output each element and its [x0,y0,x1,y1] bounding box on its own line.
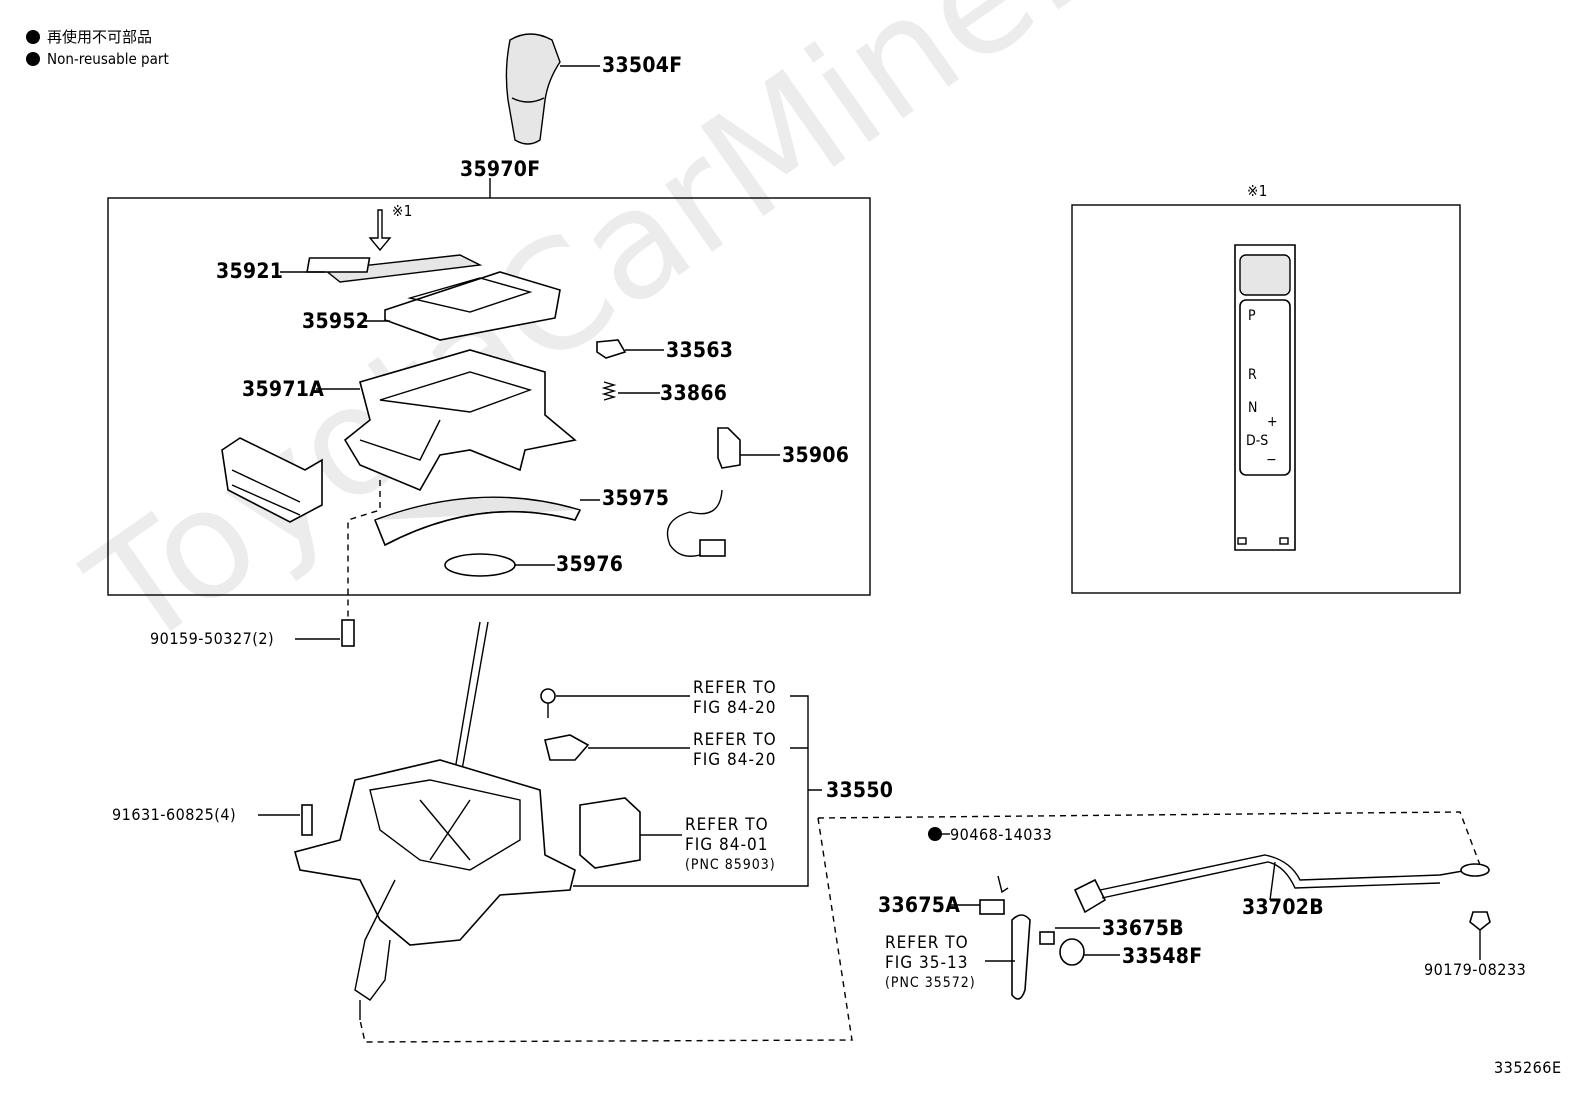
non-reusable-bullet-icon [928,827,942,841]
bracket-35906 [666,427,780,557]
detail-box [1071,204,1461,594]
pin-33675A [950,899,1005,915]
bullet-icon [26,52,40,66]
refer-pnc: (PNC 35572) [885,975,976,991]
refer-fig-35-13[interactable]: REFER TO FIG 35-13 (PNC 35572) [885,933,976,993]
part-35971A[interactable]: 35971A [242,377,325,401]
legend-non-reusable-en: Non-reusable part [26,50,169,68]
switch-33563 [596,339,664,359]
disc-35976 [444,553,555,577]
part-35952[interactable]: 35952 [302,309,370,333]
part-33550[interactable]: 33550 [826,778,894,802]
part-33548F[interactable]: 33548F [1122,944,1203,968]
bushing-33548F [1059,938,1120,966]
part-35970F[interactable]: 35970F [460,157,541,181]
side-cover [221,437,323,523]
refer-fig: FIG 84-01 [685,835,769,855]
part-33675A[interactable]: 33675A [878,893,961,917]
gear-ds: D-S [1246,433,1269,449]
legend-text-en: Non-reusable part [47,50,169,68]
refer-line: REFER TO [693,730,777,750]
assembly-box [107,197,871,596]
refer-fig: FIG 84-20 [693,750,777,770]
bolt-91631 [258,804,313,836]
part-33866[interactable]: 33866 [660,381,728,405]
gear-n: N [1248,400,1258,416]
part-90468[interactable]: 90468-14033 [950,825,1053,844]
housing-35971A [316,349,577,492]
gear-minus: − [1266,452,1277,468]
refer-fig: FIG 35-13 [885,953,969,973]
bracket-84-20-b [544,734,690,761]
part-90179[interactable]: 90179-08233 [1424,960,1527,979]
figure-id: 335266E [1494,1058,1562,1077]
refer-line: REFER TO [885,933,969,953]
note-mark: ※1 [392,202,413,220]
part-33563[interactable]: 33563 [666,338,734,362]
note-mark: ※1 [1247,182,1268,200]
part-33675B[interactable]: 33675B [1102,916,1184,940]
legend-non-reusable-ja: 再使用不可部品 [26,26,152,47]
slide-plate-35975 [374,496,600,547]
part-33702B[interactable]: 33702B [1242,895,1324,919]
part-33504F[interactable]: 33504F [602,53,683,77]
refer-fig-84-20-b[interactable]: REFER TO FIG 84-20 [693,730,777,770]
part-91631[interactable]: 91631-60825(4) [112,805,237,824]
lever-35-13 [985,914,1031,1000]
gear-p: P [1248,308,1256,324]
refer-fig-84-01[interactable]: REFER TO FIG 84-01 (PNC 85903) [685,815,776,875]
shift-lever-assy-33550 [294,621,576,1020]
housing-35952 [365,271,561,341]
refer-pnc: (PNC 85903) [685,857,776,873]
bushing-33675B [1039,927,1100,945]
plate-35921 [280,209,483,283]
part-35975[interactable]: 35975 [602,486,670,510]
gate-plate [1234,244,1296,551]
spring-33866 [601,381,660,401]
gear-r: R [1248,367,1257,383]
part-35921[interactable]: 35921 [216,259,284,283]
bullet-icon [26,29,40,44]
part-35976[interactable]: 35976 [556,552,624,576]
refer-line: REFER TO [685,815,769,835]
part-35906[interactable]: 35906 [782,443,850,467]
part-90159[interactable]: 90159-50327(2) [150,629,275,648]
bolt-90159 [295,619,355,647]
refer-fig-84-20-a[interactable]: REFER TO FIG 84-20 [693,678,777,718]
refer-line: REFER TO [693,678,777,698]
refer-fig: FIG 84-20 [693,698,777,718]
clip-84-20-a [540,688,690,718]
ecu-84-01 [579,797,682,869]
legend-text-ja: 再使用不可部品 [47,28,153,46]
gear-plus: + [1267,414,1278,430]
rod-33702B [1073,854,1490,914]
nut-90179 [1469,911,1491,960]
shift-knob-33504F [505,33,600,145]
